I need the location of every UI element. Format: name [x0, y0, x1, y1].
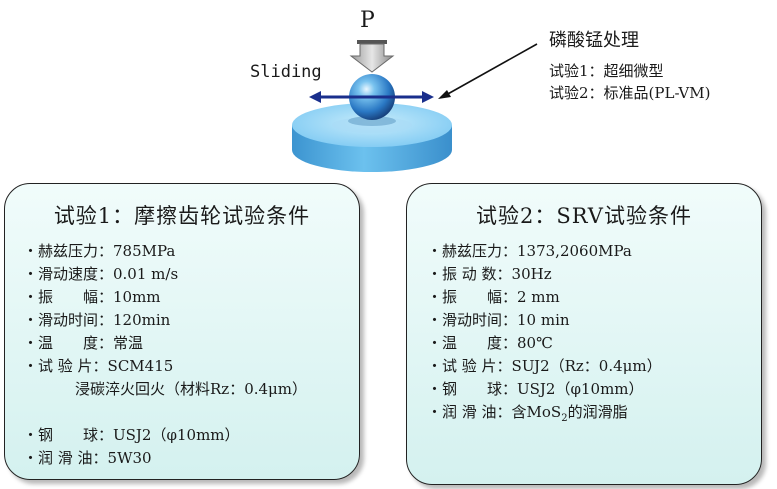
test2-lubricant-subscript: 2 [561, 413, 568, 424]
treatment-test1: 试验1：超细微型 [549, 62, 664, 80]
test1-item-specimen: ・试 验 片：SCM415 [23, 357, 174, 375]
test1-item-amplitude: ・振 幅：10mm [23, 288, 161, 306]
load-arrow-icon [349, 40, 395, 73]
test2-item-amplitude: ・振 幅：2 mm [427, 288, 560, 306]
treatment-test2: 试验2：标准品(PL-VM) [549, 84, 711, 102]
treatment-title: 磷酸锰处理 [549, 30, 639, 51]
treatment-pointer-arrow [438, 43, 538, 99]
test2-item-time: ・滑动时间：10 min [427, 311, 570, 329]
steel-ball [348, 74, 396, 126]
test2-item-specimen: ・试 验 片：SUJ2（Rz：0.4μm） [427, 357, 662, 375]
test2-title: 试验2：SRV试验条件 [476, 204, 692, 228]
test2-item-frequency: ・振 动 数：30Hz [427, 265, 552, 283]
test2-conditions-box: 试验2：SRV试验条件 ・赫兹压力：1373,2060MPa ・振 动 数：30… [406, 183, 762, 485]
sliding-arrow-icon [309, 91, 434, 103]
test1-title: 试验1：摩擦齿轮试验条件 [53, 204, 311, 228]
test2-item-temperature: ・温 度：80℃ [427, 334, 553, 352]
test2-condition-list: ・赫兹压力：1373,2060MPa ・振 动 数：30Hz ・振 幅：2 mm… [407, 184, 761, 484]
test-disk [292, 103, 452, 172]
test2-lubricant-prefix: ・润 滑 油：含MoS [427, 403, 562, 421]
sliding-label: Sliding [250, 62, 322, 82]
test2-item-lubricant: ・润 滑 油：含MoS2的润滑脂 [427, 401, 628, 430]
test1-item-speed: ・滑动速度：0.01 m/s [23, 265, 179, 283]
test1-item-ball: ・钢 球：USJ2（φ10mm） [23, 426, 240, 444]
test1-condition-list: ・赫兹压力：785MPa ・滑动速度：0.01 m/s ・振 幅：10mm ・滑… [5, 184, 359, 479]
test1-item-pressure: ・赫兹压力：785MPa [23, 242, 176, 260]
test2-lubricant-suffix: 的润滑脂 [567, 403, 628, 421]
test1-item-specimen-treatment: 浸碳淬火回火（材料Rz：0.4μm） [75, 380, 308, 398]
test1-conditions-box: 试验1：摩擦齿轮试验条件 ・赫兹压力：785MPa ・滑动速度：0.01 m/s… [4, 183, 360, 480]
test1-item-time: ・滑动时间：120min [23, 311, 171, 329]
test1-item-temperature: ・温 度：常温 [23, 334, 144, 352]
test2-item-pressure: ・赫兹压力：1373,2060MPa [427, 242, 632, 260]
test1-item-lubricant: ・润 滑 油：5W30 [23, 449, 152, 467]
load-label: P [360, 8, 375, 33]
test2-item-ball: ・钢 球：USJ2（φ10mm） [427, 380, 644, 398]
